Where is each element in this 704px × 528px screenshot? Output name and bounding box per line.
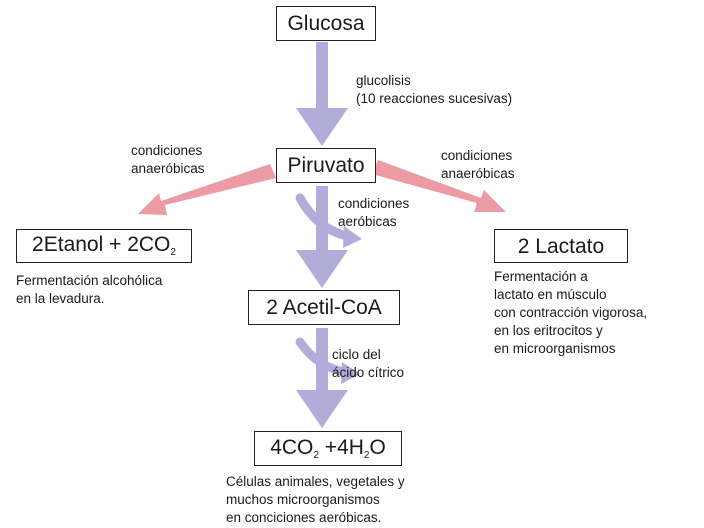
label-glucolisis: glucolisis(10 reacciones sucesivas)	[356, 73, 513, 106]
box-piruvato: Piruvato	[276, 148, 376, 183]
final-text: 4CO2 +4H2O	[270, 435, 386, 461]
box-etanol: 2Etanol + 2CO2	[16, 229, 192, 263]
arrow-anaerobic-right	[372, 160, 506, 212]
arrow-aerobic	[296, 186, 348, 288]
arrow-glucolisis	[296, 42, 348, 146]
box-acetil-coa: 2 Acetil-CoA	[248, 290, 400, 325]
acetil-text: 2 Acetil-CoA	[266, 296, 382, 319]
box-lactato: 2 Lactato	[494, 229, 628, 263]
arrow-ciclo-curve	[295, 337, 351, 377]
glucosa-text: Glucosa	[287, 12, 365, 35]
lactato-text: 2 Lactato	[517, 234, 605, 258]
arrow-ciclo-curve-head	[341, 362, 360, 384]
arrow-anaerobic-left	[138, 164, 276, 215]
box-co2-h2o: 4CO2 +4H2O	[254, 431, 402, 466]
label-celulas: Células animales, vegetales y muchos mic…	[226, 474, 405, 525]
arrow-aerobic-curve	[295, 193, 353, 241]
etanol-text: 2Etanol + 2CO2	[32, 233, 176, 258]
label-fermentacion-lactato: Fermentación a lactato en músculo con co…	[494, 269, 648, 356]
box-glucosa: Glucosa	[276, 6, 376, 41]
arrow-ciclo	[296, 328, 348, 428]
piruvato-text: Piruvato	[287, 154, 365, 177]
arrow-aerobic-curve-head	[343, 226, 362, 248]
